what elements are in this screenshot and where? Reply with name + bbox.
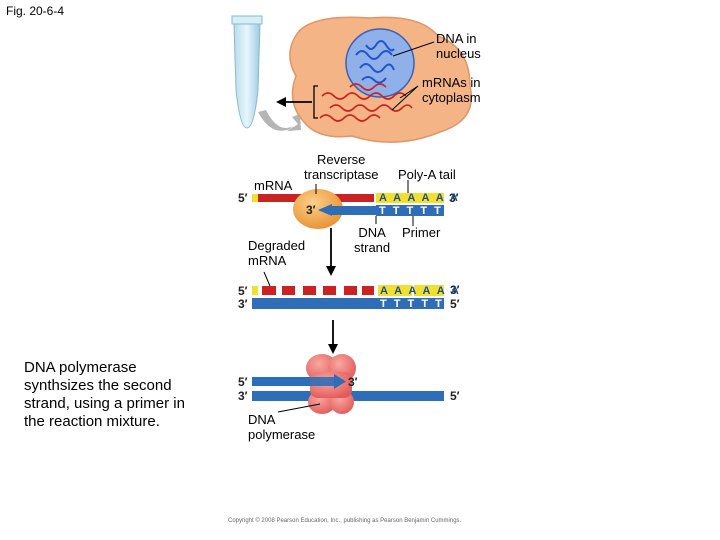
step1-polyt-bases: T T T T T [379,205,443,217]
degraded-mrna-label: Degraded mRNA [248,238,306,268]
step2-bottom-right: 5′ [450,297,460,311]
step1-end-5: 5′ [238,191,248,205]
curved-arrow-icon [258,110,301,131]
cytoplasm-label: mRNAs in cytoplasm [422,75,481,105]
dna-polymerase-label: DNA polymerase [248,412,316,442]
step1-end-3: 3′ [449,191,459,205]
figure-caption: DNA polymerase synthsizes the second str… [24,359,185,430]
step2-strands [252,285,444,309]
test-tube-icon [231,15,263,129]
left-arrow-head [276,97,286,107]
down-arrow-2-head [328,344,338,354]
step3-strands [252,354,444,414]
primer-label: Primer [402,225,441,240]
step2-polyt-bases: T T T T T [380,298,444,310]
mrna-pointer-a [391,85,419,111]
step2-polya-bases: A A A A A A [380,285,461,297]
polya-tail-label: Poly-A tail [398,167,456,182]
step1-polya-bases: A A A A A A [379,192,460,204]
step2-top-right: 3′ [450,283,460,297]
dna-strand-label: DNA strand [354,225,391,255]
step2-top-left: 5′ [238,284,248,298]
reverse-transcriptase-icon [293,189,343,229]
nucleus [345,28,415,98]
figure-label: Fig. 20-6-4 [6,4,65,18]
enzyme-end-3: 3′ [306,203,316,217]
degraded-pointer [263,271,271,287]
copyright-notice: Copyright © 2008 Pearson Education, Inc.… [228,518,462,524]
polymerase-pointer [277,403,321,413]
step1-hybrid [252,189,444,229]
cytoplasm-mrnas [319,83,413,122]
mrna-pointer-b [399,85,419,99]
bracket [313,85,318,119]
step3-top-right: 3′ [348,375,358,389]
down-arrow-1-head [326,266,336,276]
nucleus-label: DNA in nucleus [436,31,481,61]
step2-bottom-left: 3′ [238,297,248,311]
reverse-transcriptase-label: Reverse transcriptase [304,152,379,182]
mrna-label: mRNA [254,178,293,193]
step3-bottom-left: 3′ [238,389,248,403]
step3-bottom-right: 5′ [450,389,460,403]
nucleus-pointer [392,41,435,57]
step3-top-left: 5′ [238,375,248,389]
